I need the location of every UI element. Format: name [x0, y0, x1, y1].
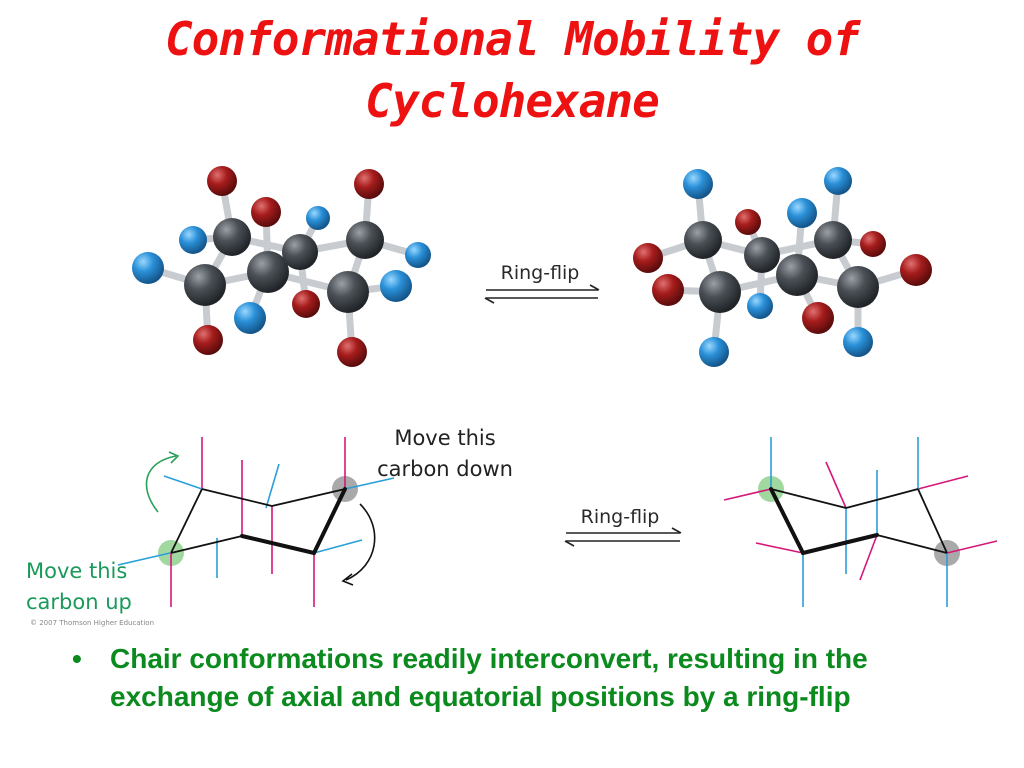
right-equatorial-bonds	[770, 437, 948, 607]
move-down-label-line-2: carbon down	[377, 457, 513, 481]
move-up-label-line-1: Move this	[26, 559, 127, 583]
right-chair-line-drawing	[723, 437, 998, 607]
move-down-label-line-1: Move this	[394, 426, 495, 450]
move-down-curved-arrow	[345, 503, 376, 581]
ring-flip-label-top: Ring-flip	[501, 262, 580, 284]
right-ring-front-bonds	[769, 487, 879, 555]
right-chair-model	[633, 167, 932, 367]
left-axial-bonds	[170, 437, 346, 607]
figure-copyright: © 2007 Thomson Higher Education	[30, 619, 154, 627]
ring-flip-arrows-top: Ring-flip	[484, 262, 600, 304]
move-down-arrowhead	[341, 573, 354, 586]
right-ring	[770, 488, 948, 554]
left-chair-line-drawing	[117, 437, 395, 607]
left-ring	[170, 488, 346, 554]
ring-flip-label-bottom: Ring-flip	[581, 506, 660, 528]
bullet-marker: •	[72, 643, 82, 674]
title-line-1: Conformational Mobility of	[164, 12, 860, 66]
right-axial-bonds	[723, 461, 998, 581]
left-ring-front-bonds	[240, 487, 347, 555]
left-model-atoms	[132, 166, 431, 367]
move-up-arrowhead	[168, 451, 180, 464]
left-chair-model	[132, 166, 431, 367]
slide-title: Conformational Mobility of Cyclohexane	[0, 8, 1024, 132]
move-up-curved-arrow	[145, 455, 177, 513]
title-line-2: Cyclohexane	[365, 74, 660, 128]
bullet-text: Chair conformations readily interconvert…	[110, 643, 868, 712]
bullet-point: • Chair conformations readily interconve…	[72, 640, 992, 716]
move-up-label-line-2: carbon up	[26, 590, 132, 614]
left-equatorial-bonds	[117, 463, 395, 578]
ring-flip-arrows-bottom: Ring-flip	[564, 506, 682, 547]
right-model-atoms	[633, 167, 932, 367]
